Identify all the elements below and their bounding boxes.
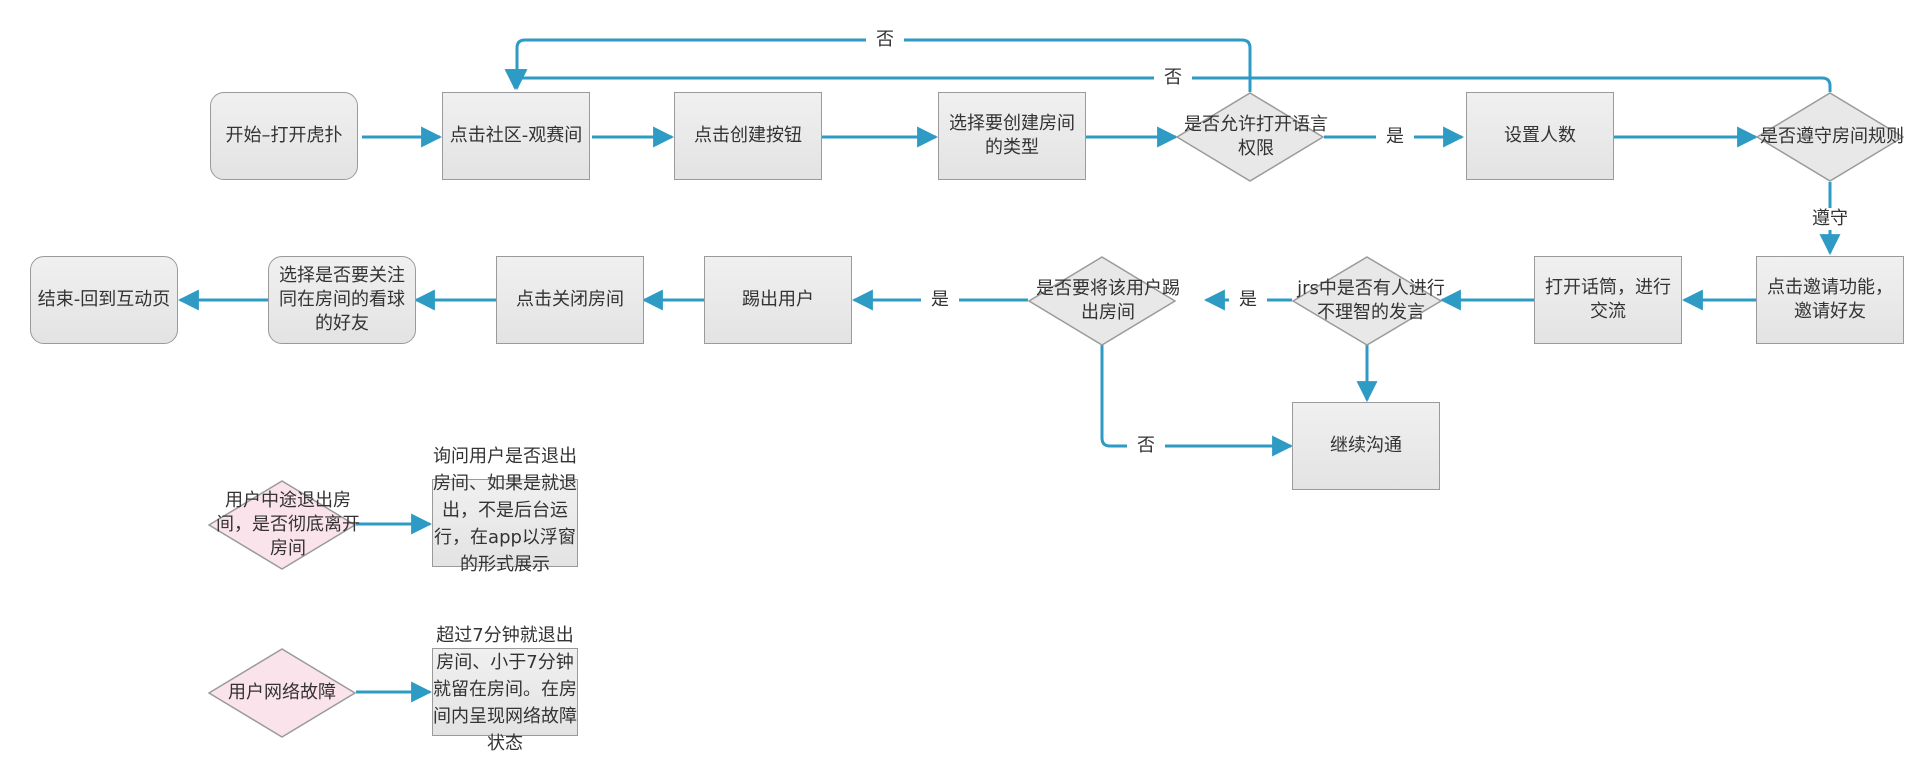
obey-rules-decision: 是否遵守房间规则 xyxy=(1756,92,1904,182)
kick-question-label: 是否要将该用户踢出房间 xyxy=(1036,278,1180,323)
edge-label-no-kick: 否 xyxy=(1127,435,1165,457)
set-count-label: 设置人数 xyxy=(1504,125,1576,146)
follow-label: 选择是否要关注同在房间的看球的好友 xyxy=(279,265,405,334)
edge-label-yes-voice: 是 xyxy=(1376,126,1414,148)
create-button-label: 点击创建按钮 xyxy=(694,125,802,146)
edge-kickq-continue xyxy=(1100,345,1294,457)
continue-label: 继续沟通 xyxy=(1330,435,1402,456)
midway-answer-text: 询问用户是否退出房间、如果是就退出，不是后台运行，在app以浮窗的形式展示 xyxy=(433,446,577,575)
network-answer-box xyxy=(432,648,578,736)
invite-node: 点击邀请功能，邀请好友 xyxy=(1756,256,1904,344)
create-button-node: 点击创建按钮 xyxy=(674,92,822,180)
set-count-node: 设置人数 xyxy=(1466,92,1614,180)
irrational-label: jrs中是否有人进行不理智的发言 xyxy=(1297,278,1445,323)
start-node: 开始–打开虎扑 xyxy=(210,92,358,180)
network-answer-text: 超过7分钟就退出房间、小于7分钟就留在房间。在房间内呈现网络故障状态 xyxy=(433,625,577,754)
start-label: 开始–打开虎扑 xyxy=(225,125,343,146)
end-node: 结束-回到互动页 xyxy=(30,256,178,344)
kick-label: 踢出用户 xyxy=(742,289,814,310)
midway-answer-box xyxy=(432,479,578,567)
obey-rules-label: 是否遵守房间规则 xyxy=(1760,126,1904,147)
follow-node: 选择是否要关注同在房间的看球的好友 xyxy=(268,256,416,344)
network-fault-decision: 用户网络故障 xyxy=(208,648,356,738)
mic-node: 打开话筒，进行交流 xyxy=(1534,256,1682,344)
community-label: 点击社区-观赛间 xyxy=(449,125,583,146)
room-type-node: 选择要创建房间的类型 xyxy=(938,92,1086,180)
close-room-node: 点击关闭房间 xyxy=(496,256,644,344)
midway-exit-label: 用户中途退出房间，是否彻底离开房间 xyxy=(216,490,360,559)
room-type-label: 选择要创建房间的类型 xyxy=(949,113,1075,158)
mic-label: 打开话筒，进行交流 xyxy=(1545,277,1671,322)
irrational-decision: jrs中是否有人进行不理智的发言 xyxy=(1292,256,1445,346)
end-label: 结束-回到互动页 xyxy=(37,289,171,310)
close-room-label: 点击关闭房间 xyxy=(516,289,624,310)
edge-label-no-second: 否 xyxy=(1154,67,1192,89)
midway-exit-decision: 用户中途退出房间，是否彻底离开房间 xyxy=(208,480,360,570)
allow-voice-label: 是否允许打开语言权限 xyxy=(1184,114,1328,159)
continue-node: 继续沟通 xyxy=(1292,402,1440,490)
invite-label: 点击邀请功能，邀请好友 xyxy=(1767,277,1893,322)
network-fault-label: 用户网络故障 xyxy=(228,682,336,703)
edge-label-yes-irrational: 是 xyxy=(1229,289,1267,311)
allow-voice-decision: 是否允许打开语言权限 xyxy=(1176,92,1328,182)
kick-question-decision: 是否要将该用户踢出房间 xyxy=(1028,256,1180,346)
community-node: 点击社区-观赛间 xyxy=(442,92,590,180)
edge-label-no-top: 否 xyxy=(866,29,904,51)
edge-label-yes-kick: 是 xyxy=(921,289,959,311)
kick-node: 踢出用户 xyxy=(704,256,852,344)
edge-label-obey: 遵守 xyxy=(1802,208,1858,230)
